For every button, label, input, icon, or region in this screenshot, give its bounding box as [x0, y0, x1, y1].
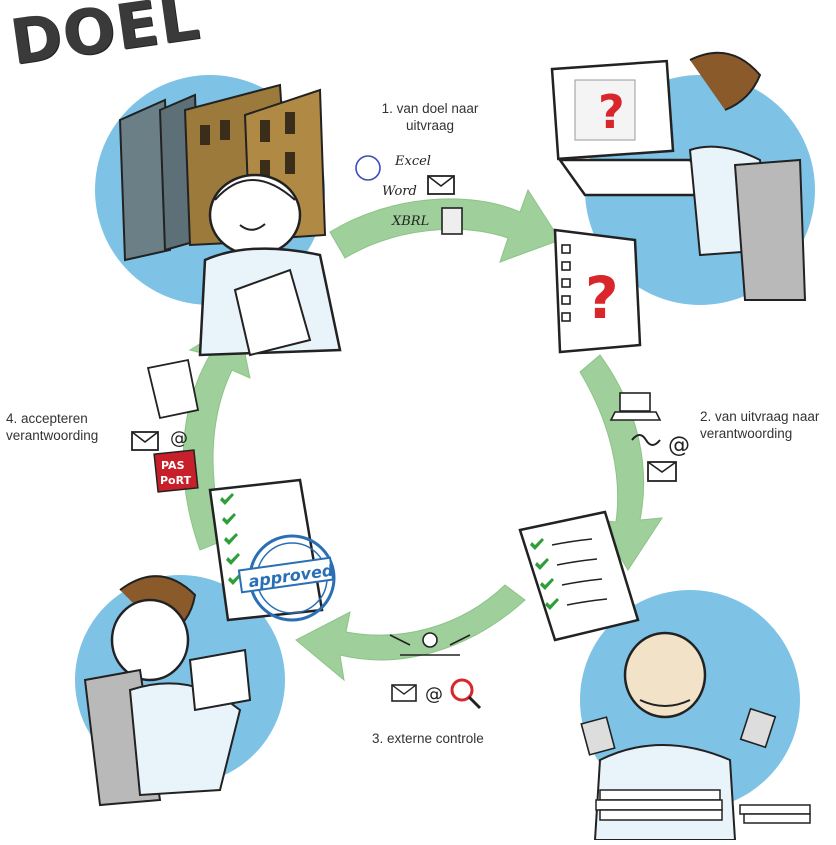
- xbrl-sketch-label: XBRL: [391, 214, 429, 229]
- step-4-line-2: verantwoording: [6, 428, 99, 443]
- at-sign-icon: @: [170, 428, 188, 449]
- envelope-icon: [391, 684, 417, 702]
- calculator-icon: [580, 707, 777, 756]
- step3-tools-illustration: @: [389, 632, 482, 710]
- computer-user-illustration: ?: [550, 51, 807, 301]
- envelope-icon: [427, 175, 455, 195]
- envelope-icon: [647, 461, 677, 482]
- step-3-label: 3. externe controle: [372, 730, 484, 747]
- question-form-illustration: ?: [553, 228, 642, 354]
- reviewer-person-illustration: [83, 575, 252, 807]
- step-3-line-1: 3. externe controle: [372, 731, 484, 746]
- step-1-label: 1. van doel naar uitvraag: [350, 100, 510, 134]
- step-4-line-1: 4. accepteren: [6, 411, 88, 426]
- step-2-label: 2. van uitvraag naar verantwoording: [700, 408, 819, 442]
- step1-tools-illustration: Excel Word XBRL: [355, 154, 463, 235]
- step-1-line-1: 1. van doel naar: [381, 101, 479, 116]
- word-sketch-label: Word: [382, 184, 417, 199]
- step-2-line-1: 2. van uitvraag naar: [700, 409, 820, 424]
- svg-text:?: ?: [598, 85, 625, 139]
- svg-text:PAS: PAS: [161, 459, 185, 472]
- excel-sketch-label: Excel: [394, 154, 431, 169]
- at-sign-icon: @: [425, 684, 443, 705]
- at-sign-icon: @: [668, 433, 690, 458]
- manager-person-illustration: [198, 173, 342, 357]
- auditor-person-illustration: [580, 631, 811, 841]
- step2-tools-illustration: @: [609, 392, 690, 482]
- svg-text:PoRT: PoRT: [160, 474, 192, 487]
- step4-tools-illustration: @ PAS PoRT: [131, 358, 200, 493]
- step-4-label: 4. accepteren verantwoording: [6, 410, 98, 444]
- checklist-illustration: [518, 510, 640, 642]
- envelope-icon: [131, 431, 159, 451]
- cycle-ring: [182, 188, 663, 682]
- cycle-arrow-3: [295, 584, 526, 682]
- magnifier-icon: [450, 678, 482, 710]
- step-2-line-2: verantwoording: [700, 426, 793, 441]
- laptop-icon: [609, 392, 662, 421]
- approved-checklist-illustration: approved: [208, 478, 336, 622]
- book-icon: [441, 207, 463, 235]
- question-mark-icon: ?: [585, 264, 619, 332]
- step-1-line-2: uitvraag: [405, 118, 455, 133]
- pas-port-stamp: PAS PoRT: [153, 449, 199, 493]
